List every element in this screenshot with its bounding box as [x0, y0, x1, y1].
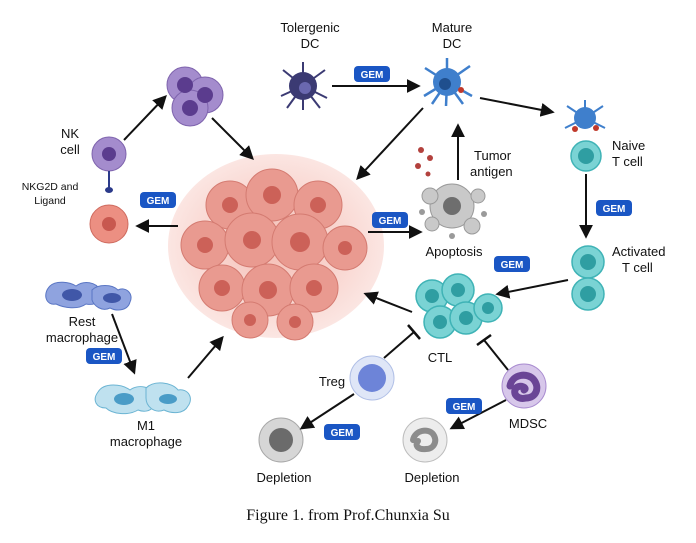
- rest-macrophage: [45, 281, 132, 311]
- gem-badge-apoptosis: GEM: [372, 212, 408, 228]
- label-m1-macrophage-line2: macrophage: [110, 434, 182, 449]
- label-naive-t-line1: Naive: [612, 138, 645, 153]
- label-naive-t-line2: T cell: [612, 154, 643, 169]
- mature-dc: [423, 58, 473, 107]
- svg-text:GEM: GEM: [147, 196, 170, 207]
- tumor-mass: [168, 154, 384, 341]
- label-activated-t-line2: T cell: [622, 260, 653, 275]
- label-rest-macrophage-line2: macrophage: [46, 330, 118, 345]
- gem-badge-treg: GEM: [324, 424, 360, 440]
- gem-badge-activated: GEM: [596, 200, 632, 216]
- svg-text:GEM: GEM: [379, 216, 402, 227]
- naive-t-cell: [564, 100, 606, 172]
- apoptotic-cell: [419, 183, 487, 239]
- m1-macrophage: [94, 382, 191, 415]
- nk-cell-cluster: [166, 66, 224, 127]
- gem-badge-ctl: GEM: [494, 256, 530, 272]
- label-treg: Treg: [319, 374, 345, 389]
- label-tumor-antigen-line1: Tumor: [474, 148, 512, 163]
- label-nk-cell-line1: NK: [61, 126, 79, 141]
- nkg2d-ligand-target-cell: [89, 204, 129, 244]
- label-m1-macrophage-line1: M1: [137, 418, 155, 433]
- svg-text:GEM: GEM: [603, 204, 626, 215]
- gem-badge-nk: GEM: [140, 192, 176, 208]
- flow-arrows: [111, 79, 593, 430]
- depleted-treg: [258, 417, 304, 463]
- label-depletion-left: Depletion: [257, 470, 312, 485]
- label-nk-cell-line2: cell: [60, 142, 80, 157]
- label-mdsc: MDSC: [509, 416, 547, 431]
- label-tolergenic-dc-line1: Tolergenic: [280, 20, 340, 35]
- figure-caption: Figure 1. from Prof.Chunxia Su: [246, 507, 450, 524]
- svg-text:GEM: GEM: [331, 428, 354, 439]
- label-nkg2d-line2: Ligand: [34, 195, 66, 207]
- svg-text:GEM: GEM: [361, 70, 384, 81]
- label-tumor-antigen-line2: antigen: [470, 164, 513, 179]
- label-rest-macrophage-line1: Rest: [69, 314, 96, 329]
- ctl-cluster: [415, 273, 503, 339]
- treg-cell: [349, 355, 395, 401]
- tumor-antigen-dots: [415, 147, 433, 177]
- gem-badge-macrophage: GEM: [86, 348, 122, 364]
- label-ctl: CTL: [428, 350, 453, 365]
- label-activated-t-line1: Activated: [612, 244, 665, 259]
- activated-t-cell: [571, 245, 605, 311]
- nk-cell: [91, 136, 127, 193]
- svg-text:GEM: GEM: [501, 260, 524, 271]
- tolerogenic-dc: [280, 62, 328, 110]
- gem-badge-mdsc: GEM: [446, 398, 482, 414]
- gem-badge-dc: GEM: [354, 66, 390, 82]
- label-mature-dc-line2: DC: [443, 36, 462, 51]
- label-tolergenic-dc-line2: DC: [301, 36, 320, 51]
- label-nkg2d-line1: NKG2D and: [22, 181, 79, 193]
- svg-text:GEM: GEM: [93, 352, 116, 363]
- depleted-mdsc: [402, 417, 448, 463]
- mdsc-cell: [501, 363, 547, 409]
- label-depletion-right: Depletion: [405, 470, 460, 485]
- label-apoptosis: Apoptosis: [425, 244, 483, 259]
- svg-text:GEM: GEM: [453, 402, 476, 413]
- label-mature-dc-line1: Mature: [432, 20, 472, 35]
